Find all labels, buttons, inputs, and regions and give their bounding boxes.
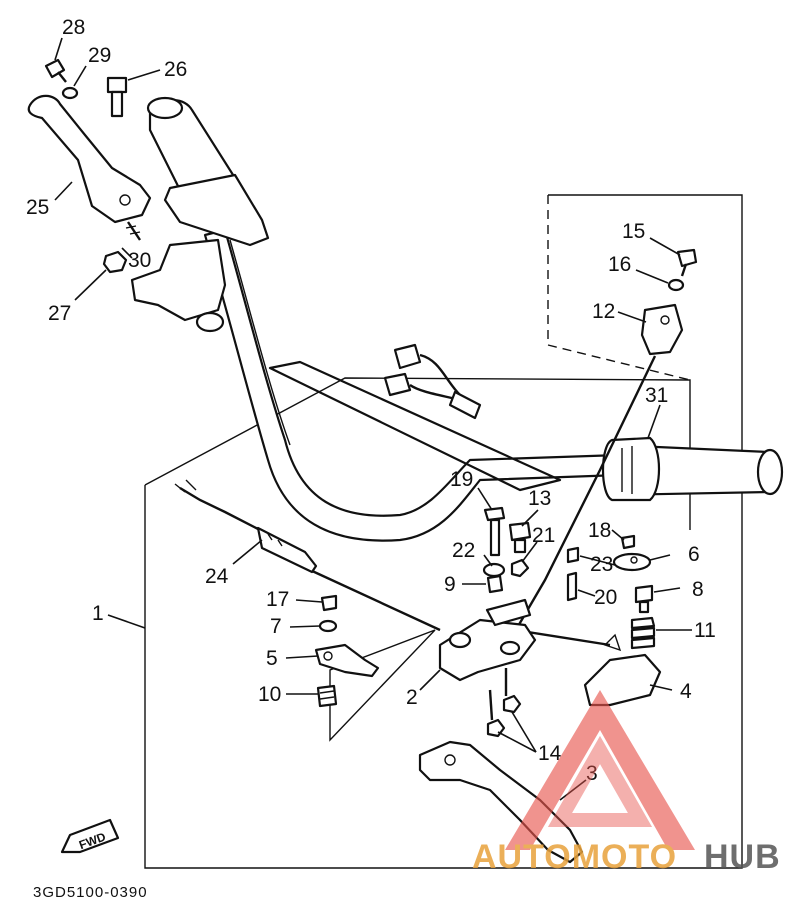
part-26-pivot-bolt	[106, 76, 128, 118]
part-28-bolt	[44, 58, 67, 83]
callout-13: 13	[528, 487, 551, 510]
watermark: AUTOMOTO HUB	[472, 690, 781, 876]
part-3-brake-lever	[418, 740, 584, 864]
callout-14: 14	[538, 742, 562, 765]
part-9-bushing	[486, 574, 504, 594]
callout-5: 5	[266, 647, 278, 670]
part-24-cable	[174, 479, 318, 574]
group-outline-throttle	[547, 195, 691, 381]
part-13-bolt	[508, 521, 532, 554]
callout-4: 4	[680, 680, 692, 703]
part-15-screw	[676, 248, 698, 277]
callout-12: 12	[592, 300, 615, 323]
handlebar	[203, 228, 622, 542]
callout-26: 26	[164, 58, 187, 81]
callout-6: 6	[688, 543, 700, 566]
callout-23: 23	[590, 553, 613, 576]
part-20-pin	[566, 571, 578, 602]
callout-30: 30	[128, 249, 151, 272]
callout-7: 7	[270, 615, 282, 638]
callout-10: 10	[258, 683, 281, 706]
left-lever-holder	[130, 238, 227, 333]
drawing-code: 3GD5100-0390	[33, 884, 148, 901]
part-8-pin	[634, 584, 654, 614]
part-17-screw	[320, 594, 338, 612]
left-grip	[146, 96, 270, 247]
callout-18: 18	[588, 519, 611, 542]
callout-8: 8	[692, 578, 704, 601]
leader-lines	[54, 37, 692, 801]
part-5-bracket	[314, 643, 380, 678]
callout-11: 11	[694, 619, 716, 642]
callout-31: 31	[645, 384, 668, 407]
part-27-nut	[102, 250, 128, 274]
callout-22: 22	[452, 539, 475, 562]
part-7-washer	[318, 619, 338, 633]
part-21-nut	[510, 558, 530, 578]
callout-labels: 28 29 26 25 30 27 15 16 12 31 19 13 21 2…	[26, 16, 716, 785]
callout-15: 15	[622, 220, 645, 243]
part-23-cap	[566, 546, 580, 564]
watermark-triangle	[505, 690, 695, 850]
part-18-screw	[620, 534, 636, 550]
part-31-throttle-grip	[602, 436, 784, 502]
wire-connectors	[383, 343, 482, 420]
part-16-washer	[667, 278, 685, 292]
callout-16: 16	[608, 253, 631, 276]
callout-24: 24	[205, 565, 229, 588]
fwd-arrow: FWD	[60, 818, 120, 854]
callout-9: 9	[444, 573, 456, 596]
callout-2: 2	[406, 686, 418, 709]
part-29-washer	[61, 86, 79, 100]
part-25-clutch-lever	[27, 94, 152, 224]
watermark-brand-automoto: AUTOMOTO	[472, 838, 677, 876]
part-12-throttle-cap	[640, 303, 684, 356]
watermark-brand-hub: HUB	[704, 838, 781, 876]
callout-19: 19	[450, 468, 473, 491]
part-30-screw	[125, 221, 141, 241]
part-10-spring	[316, 684, 338, 708]
callout-21: 21	[532, 524, 555, 547]
callout-29: 29	[88, 44, 111, 67]
callout-3: 3	[586, 762, 598, 785]
callout-25: 25	[26, 196, 49, 219]
callout-27: 27	[48, 302, 71, 325]
part-14-nuts	[486, 668, 522, 738]
part-11-spring	[630, 616, 656, 650]
callout-1: 1	[92, 602, 104, 625]
callout-17: 17	[266, 588, 289, 611]
part-22-washer	[482, 562, 506, 578]
callout-28: 28	[62, 16, 85, 39]
part-19-bolt	[483, 506, 506, 557]
callout-20: 20	[594, 586, 617, 609]
part-2-master-cylinder	[438, 598, 537, 682]
part-6-plate	[612, 552, 652, 572]
